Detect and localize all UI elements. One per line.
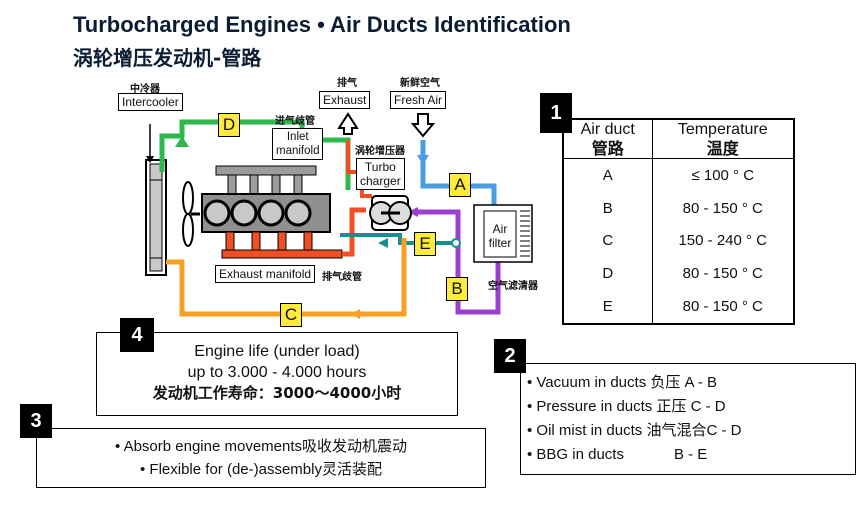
- engine-life-line2: up to 3.000 - 4.000 hours: [187, 364, 367, 381]
- air-filter-label-line1: Air: [492, 222, 508, 236]
- table-row: A ≤ 100 ° C: [563, 158, 794, 192]
- panel-1-number: 1: [540, 93, 572, 133]
- fresh-air-label: Fresh Air: [390, 91, 447, 109]
- turbo-label: Turbo charger: [356, 158, 405, 190]
- list-item: • Pressure in ducts 正压 C - D: [527, 398, 726, 415]
- panel-3-number: 3: [20, 404, 52, 438]
- exhaust-manifold-label: Exhaust manifold: [215, 265, 316, 283]
- duct-c-line: [166, 238, 407, 317]
- inlet-manifold-label-line1: Inlet: [286, 131, 309, 143]
- col-header-air-duct-en: Air duct: [580, 121, 635, 138]
- exhaust-label-zh: 排气: [337, 78, 357, 89]
- duct-d-badge: D: [218, 113, 240, 137]
- col-header-air-duct: Air duct 管路: [563, 119, 653, 159]
- engine-life-box: Engine life (under load) up to 3.000 - 4…: [96, 332, 458, 416]
- exhaust-arrow: [337, 112, 359, 135]
- duct-d-line: [159, 119, 351, 190]
- table-cell-duct: A: [563, 158, 653, 192]
- table-row: C 150 - 240 ° C: [563, 224, 794, 257]
- fresh-air-label-zh: 新鲜空气: [400, 78, 440, 89]
- inlet-manifold-label-line2: manifold: [276, 145, 320, 157]
- duct-b-badge: B: [446, 277, 468, 301]
- air-filter-label-line2: filter: [488, 236, 512, 250]
- page-title: Turbocharged Engines • Air Ducts Identif…: [73, 12, 571, 37]
- table-cell-temp: 150 - 240 ° C: [678, 232, 768, 250]
- turbo-label-line1: Turbo: [364, 160, 396, 174]
- intercooler-label: Intercooler: [118, 93, 183, 111]
- duct-b-line: [414, 209, 501, 315]
- col-header-temperature-en: Temperature: [677, 121, 768, 138]
- table-cell-duct: E: [563, 289, 653, 324]
- engine-life-line1: Engine life (under load): [194, 343, 360, 360]
- table-cell-duct: C: [563, 224, 653, 257]
- benefits-box: • Absorb engine movements吸收发动机震动 • Flexi…: [36, 428, 486, 488]
- intercooler-label-zh: 中冷器: [130, 84, 160, 95]
- inlet-manifold-label: Inlet manifold: [272, 128, 324, 160]
- exhaust-manifold-label-zh: 排气歧管: [322, 272, 362, 283]
- duct-a-badge: A: [449, 173, 471, 197]
- table-row: E 80 - 150 ° C: [563, 289, 794, 324]
- turbo-label-line2: charger: [360, 174, 401, 188]
- inlet-manifold-label-zh: 进气歧管: [275, 116, 315, 127]
- benefit-line1: • Absorb engine movements吸收发动机震动: [114, 438, 408, 455]
- page-subtitle: 涡轮增压发动机-管路: [73, 46, 262, 70]
- table-cell-temp: 80 - 150 ° C: [682, 199, 763, 217]
- duct-e-badge: E: [414, 232, 436, 256]
- air-filter-graphic: [473, 204, 533, 263]
- table-cell-temp: 80 - 150 ° C: [682, 297, 763, 315]
- table-row: D 80 - 150 ° C: [563, 257, 794, 290]
- col-header-temperature: Temperature 温度: [652, 119, 794, 159]
- duct-e-line: [340, 233, 456, 245]
- list-item: • BBG in ducts B - E: [527, 446, 708, 463]
- table-row: B 80 - 150 ° C: [563, 191, 794, 225]
- col-header-temperature-zh: 温度: [706, 139, 739, 158]
- engine-life-line3: 发动机工作寿命：3000～4000小时: [152, 384, 402, 402]
- benefit-line2: • Flexible for (de-)assembly灵活装配: [140, 461, 382, 478]
- list-item: • Vacuum in ducts 负压 A - B: [527, 374, 718, 391]
- panel-4-number: 4: [120, 318, 154, 352]
- air-filter-label-zh: 空气滤清器: [488, 281, 538, 292]
- intercooler-graphic: [145, 124, 167, 276]
- temperature-table: Air duct 管路 Temperature 温度 A ≤ 100 ° C B…: [562, 118, 795, 325]
- list-item: • Oil mist in ducts 油气混合C - D: [527, 422, 742, 439]
- duct-c-badge: C: [280, 303, 302, 327]
- table-cell-temp: 80 - 150 ° C: [682, 264, 763, 282]
- turbo-label-zh: 涡轮增压器: [355, 146, 405, 157]
- col-header-air-duct-zh: 管路: [591, 139, 624, 158]
- turbocharger-graphic: [369, 195, 412, 231]
- table-cell-duct: D: [563, 257, 653, 290]
- table-cell-duct: B: [563, 191, 653, 225]
- panel-2-number: 2: [494, 339, 526, 373]
- table-cell-temp: ≤ 100 ° C: [691, 166, 755, 184]
- duct-conditions-box: • Vacuum in ducts 负压 A - B • Pressure in…: [520, 363, 856, 475]
- exhaust-label: Exhaust: [319, 91, 371, 109]
- air-filter-label: Air filter: [484, 222, 516, 250]
- table-header-row: Air duct 管路 Temperature 温度: [563, 119, 794, 159]
- fresh-air-arrow: [410, 113, 436, 138]
- fan-graphic: [182, 181, 200, 247]
